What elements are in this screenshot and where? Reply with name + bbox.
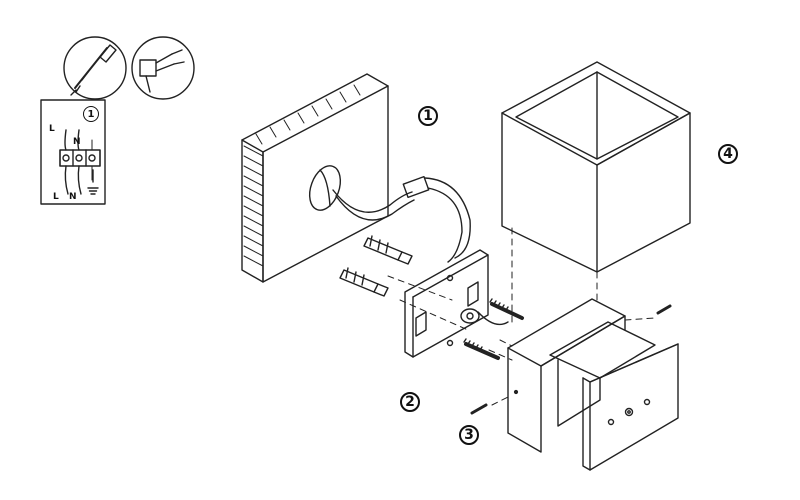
step-number: 1	[423, 108, 433, 124]
assembly-guides	[387, 227, 656, 406]
wall-plate	[241, 73, 389, 283]
set-screw-left	[470, 403, 488, 415]
step-number: 3	[464, 427, 474, 443]
step-badge-3: 3	[459, 425, 479, 445]
wiring-diagram	[40, 99, 106, 205]
wall-anchor-lower	[339, 267, 389, 297]
step-badge-4: 4	[718, 144, 738, 164]
step-number: 4	[723, 146, 733, 162]
screwdriver-icon	[63, 36, 127, 100]
screw-lower	[463, 338, 500, 360]
screw-upper	[489, 298, 524, 320]
wire-label-neutral-bottom: N	[69, 192, 77, 202]
step-badge-1: 1	[418, 106, 438, 126]
lamp-body	[507, 298, 679, 471]
step-badge-2: 2	[400, 392, 420, 412]
wall-anchor-upper	[363, 235, 413, 265]
mounting-bracket	[404, 249, 509, 358]
step-number: 2	[405, 394, 415, 410]
wire-label-live-top: L	[49, 124, 55, 134]
lamp-shade	[501, 61, 691, 273]
power-wires	[332, 175, 471, 263]
wire-label-live-bottom: L	[53, 192, 59, 202]
set-screw-right	[656, 304, 672, 315]
step-number: 1	[87, 108, 95, 120]
wire-stripper-icon	[131, 36, 195, 100]
wiring-step-badge: 1	[83, 106, 99, 122]
wire-label-neutral-top: N	[73, 137, 81, 147]
